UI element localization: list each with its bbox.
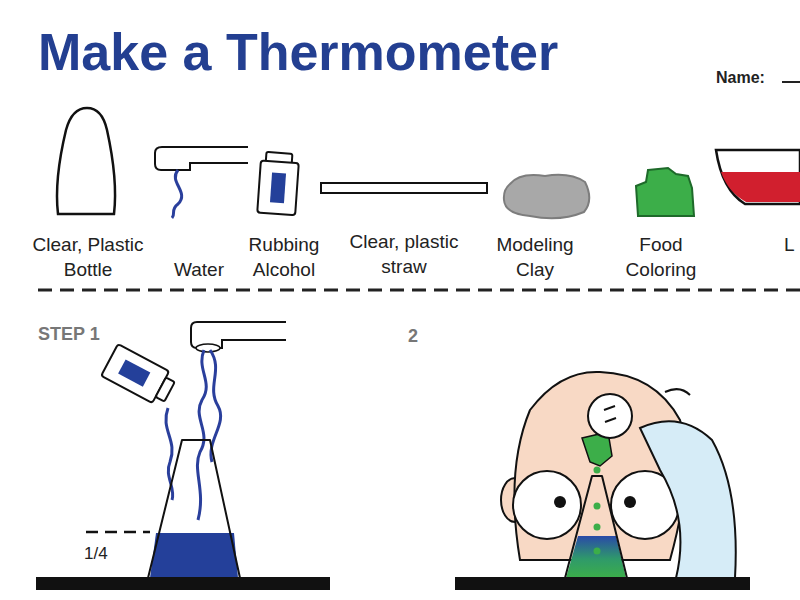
name-field: Name: bbox=[716, 68, 765, 88]
water-stream bbox=[172, 170, 182, 218]
table bbox=[455, 577, 750, 590]
material-label: Clear, plastic straw bbox=[339, 229, 469, 279]
material-label: Food Coloring bbox=[611, 232, 711, 282]
water-stream bbox=[197, 350, 206, 520]
glasses bbox=[513, 471, 581, 539]
bottle bbox=[148, 440, 240, 578]
faucet-mouth bbox=[196, 344, 220, 352]
material-label: Rubbing Alcohol bbox=[234, 232, 334, 282]
bottle bbox=[565, 476, 627, 578]
straw-icon bbox=[321, 183, 487, 193]
alcohol-stream bbox=[166, 408, 173, 500]
hand bbox=[640, 421, 736, 578]
faucet-icon bbox=[155, 147, 248, 170]
eye bbox=[624, 496, 636, 508]
dropper-mark bbox=[605, 418, 616, 422]
name-line bbox=[782, 81, 800, 83]
table bbox=[36, 577, 330, 590]
drop bbox=[594, 524, 601, 531]
alcohol-icon bbox=[257, 152, 299, 216]
material-label: Clear, Plastic Bottle bbox=[18, 232, 158, 282]
bowl-liquid bbox=[721, 172, 800, 202]
material-label: L bbox=[784, 232, 795, 257]
liquid bbox=[150, 533, 238, 578]
bottle-icon bbox=[57, 108, 115, 214]
hair bbox=[665, 389, 690, 395]
dropper-tube bbox=[588, 394, 632, 438]
fill-mark bbox=[86, 531, 150, 534]
bowl-icon bbox=[716, 150, 800, 204]
material-label: Water bbox=[159, 257, 239, 282]
drop bbox=[594, 503, 601, 510]
food-coloring-icon bbox=[636, 168, 694, 216]
step-label: 2 bbox=[408, 324, 418, 349]
dropper-mark bbox=[604, 406, 615, 410]
drop bbox=[594, 467, 601, 474]
fraction-label: 1/4 bbox=[84, 541, 108, 566]
step-label: STEP 1 bbox=[38, 322, 100, 347]
separator bbox=[38, 289, 800, 292]
drop bbox=[594, 548, 601, 555]
eye bbox=[554, 496, 566, 508]
title: Make a Thermometer bbox=[38, 22, 558, 82]
material-label: Modeling Clay bbox=[485, 232, 585, 282]
alcohol-bottle bbox=[101, 344, 178, 408]
clay-icon bbox=[504, 175, 589, 218]
